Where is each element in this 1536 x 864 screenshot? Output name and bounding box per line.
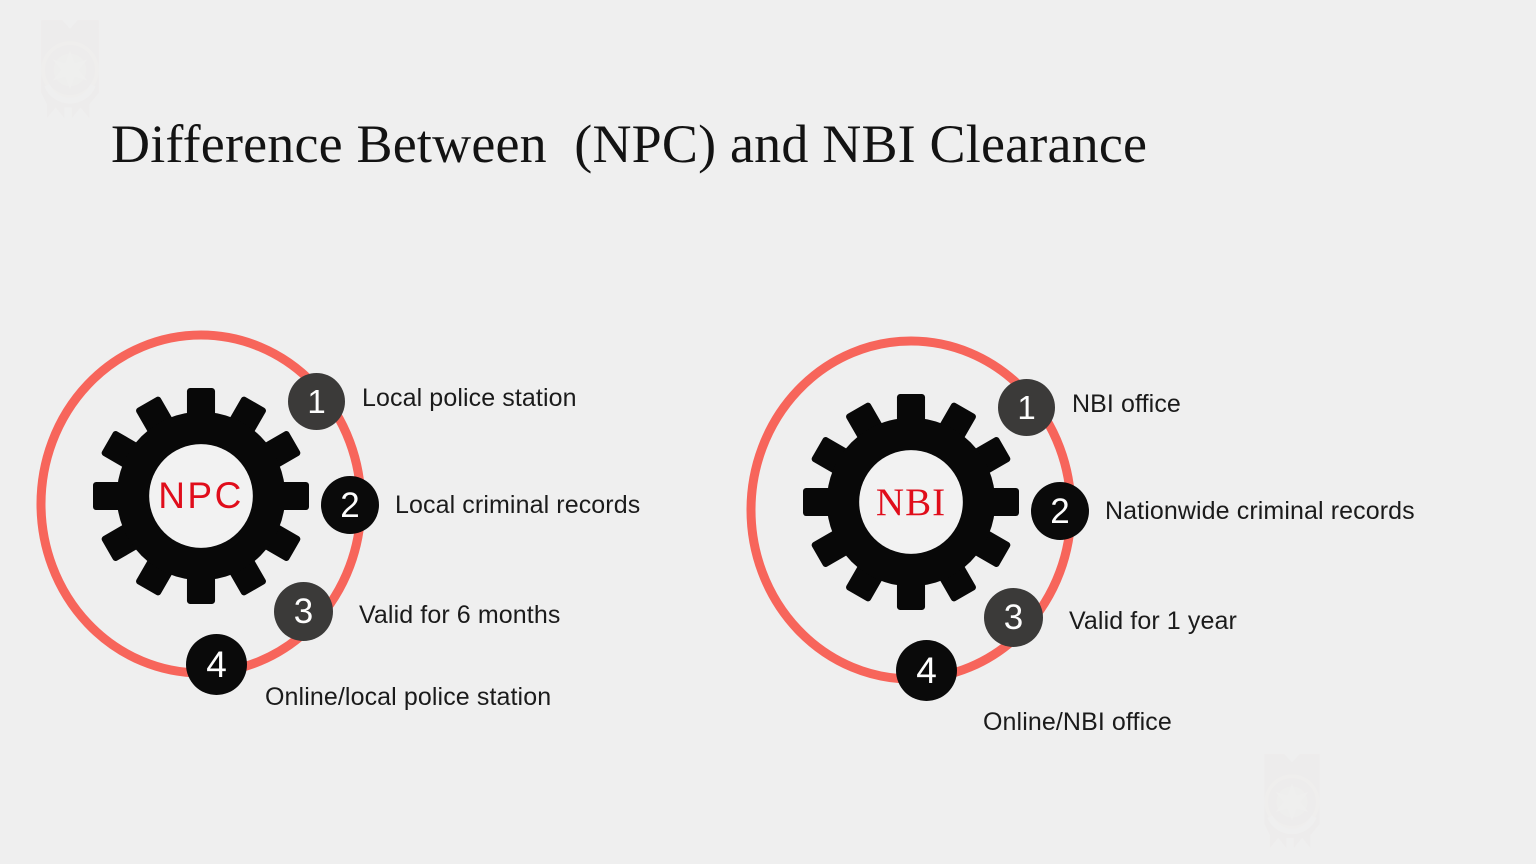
label-nbi-4: Online/NBI office <box>983 707 1172 737</box>
gear-icon-nbi <box>803 394 1019 610</box>
label-nbi-2-text: Nationwide criminal records <box>1105 497 1415 525</box>
label-npc-2: Local criminal records <box>395 490 640 520</box>
badge-nbi-3: 3 <box>984 588 1043 647</box>
label-nbi-3-text: Valid for 1 year <box>1069 607 1237 635</box>
label-npc-4: Online/local police station <box>265 682 551 712</box>
badge-npc-2-number: 2 <box>340 485 360 525</box>
gear-icon-npc <box>93 388 309 604</box>
badge-nbi-2-number: 2 <box>1050 491 1070 531</box>
police-seal-watermark-bottom-right <box>1246 748 1338 856</box>
label-npc-1: Local police station <box>362 383 577 413</box>
label-nbi-1-text: NBI office <box>1072 390 1181 418</box>
badge-npc-3: 3 <box>274 582 333 641</box>
label-npc-2-text: Local criminal records <box>395 491 641 519</box>
label-nbi-4-text: Online/NBI office <box>983 708 1172 736</box>
badge-nbi-4-number: 4 <box>916 650 937 691</box>
badge-nbi-1-number: 1 <box>1017 389 1036 426</box>
badge-npc-3-number: 3 <box>293 592 314 631</box>
label-npc-1-text: Local police station <box>362 384 577 412</box>
diagram-nbi: NBI 1 NBI office 2 Nationwide criminal r… <box>728 332 1488 752</box>
nbi-center-label: NBI <box>875 480 947 524</box>
label-npc-3: Valid for 6 months <box>359 600 560 630</box>
badge-npc-4-number: 4 <box>206 644 227 685</box>
diagram-npc: NPC 1 Local police station 2 Local crimi… <box>18 326 778 746</box>
badge-nbi-4: 4 <box>896 640 957 701</box>
badge-npc-4: 4 <box>186 634 247 695</box>
badge-npc-1-number: 1 <box>307 383 326 420</box>
badge-nbi-2: 2 <box>1031 482 1089 540</box>
page-title: Difference Between (NPC) and NBI Clearan… <box>111 114 1148 174</box>
label-nbi-3: Valid for 1 year <box>1069 606 1237 636</box>
badge-nbi-3-number: 3 <box>1003 598 1024 637</box>
badge-npc-1: 1 <box>288 373 345 430</box>
npc-center-label: NPC <box>158 475 244 516</box>
police-seal-watermark-top-left <box>22 14 118 126</box>
badge-npc-2: 2 <box>321 476 379 534</box>
label-nbi-2: Nationwide criminal records <box>1105 496 1415 526</box>
label-nbi-1: NBI office <box>1072 389 1181 419</box>
label-npc-4-text: Online/local police station <box>265 683 552 711</box>
badge-nbi-1: 1 <box>998 379 1055 436</box>
label-npc-3-text: Valid for 6 months <box>359 601 561 629</box>
